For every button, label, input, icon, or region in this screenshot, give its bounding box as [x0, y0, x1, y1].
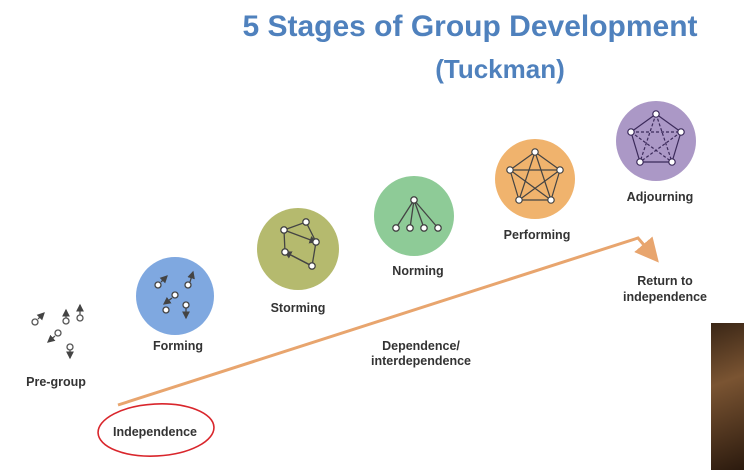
independence-label: Independence	[113, 425, 197, 439]
return-label-line1: Return to	[637, 274, 693, 288]
stage-label-storming: Storming	[271, 301, 326, 315]
page-title: 5 Stages of Group Development	[242, 10, 698, 43]
stage-label-forming: Forming	[153, 339, 203, 353]
dependence-label-line2: interdependence	[371, 354, 471, 368]
handdrawn-circle-mark	[97, 403, 215, 457]
webcam-overlay	[711, 323, 744, 470]
adjourning-circle	[616, 101, 696, 181]
pre-group-figure	[31, 303, 84, 360]
return-label-line2: independence	[623, 290, 707, 304]
stage-label-adjourning: Adjourning	[627, 190, 694, 204]
stage-label-performing: Performing	[504, 228, 571, 242]
stage-label-norming: Norming	[392, 264, 443, 278]
norming-circle	[374, 176, 454, 256]
dependence-label-line1: Dependence/	[382, 339, 460, 353]
performing-circle	[495, 139, 575, 219]
page-subtitle: (Tuckman)	[435, 54, 565, 84]
forming-circle	[136, 257, 214, 335]
storming-circle	[257, 208, 339, 290]
stage-label-pre-group: Pre-group	[26, 375, 86, 389]
progression-arrow	[117, 236, 659, 407]
